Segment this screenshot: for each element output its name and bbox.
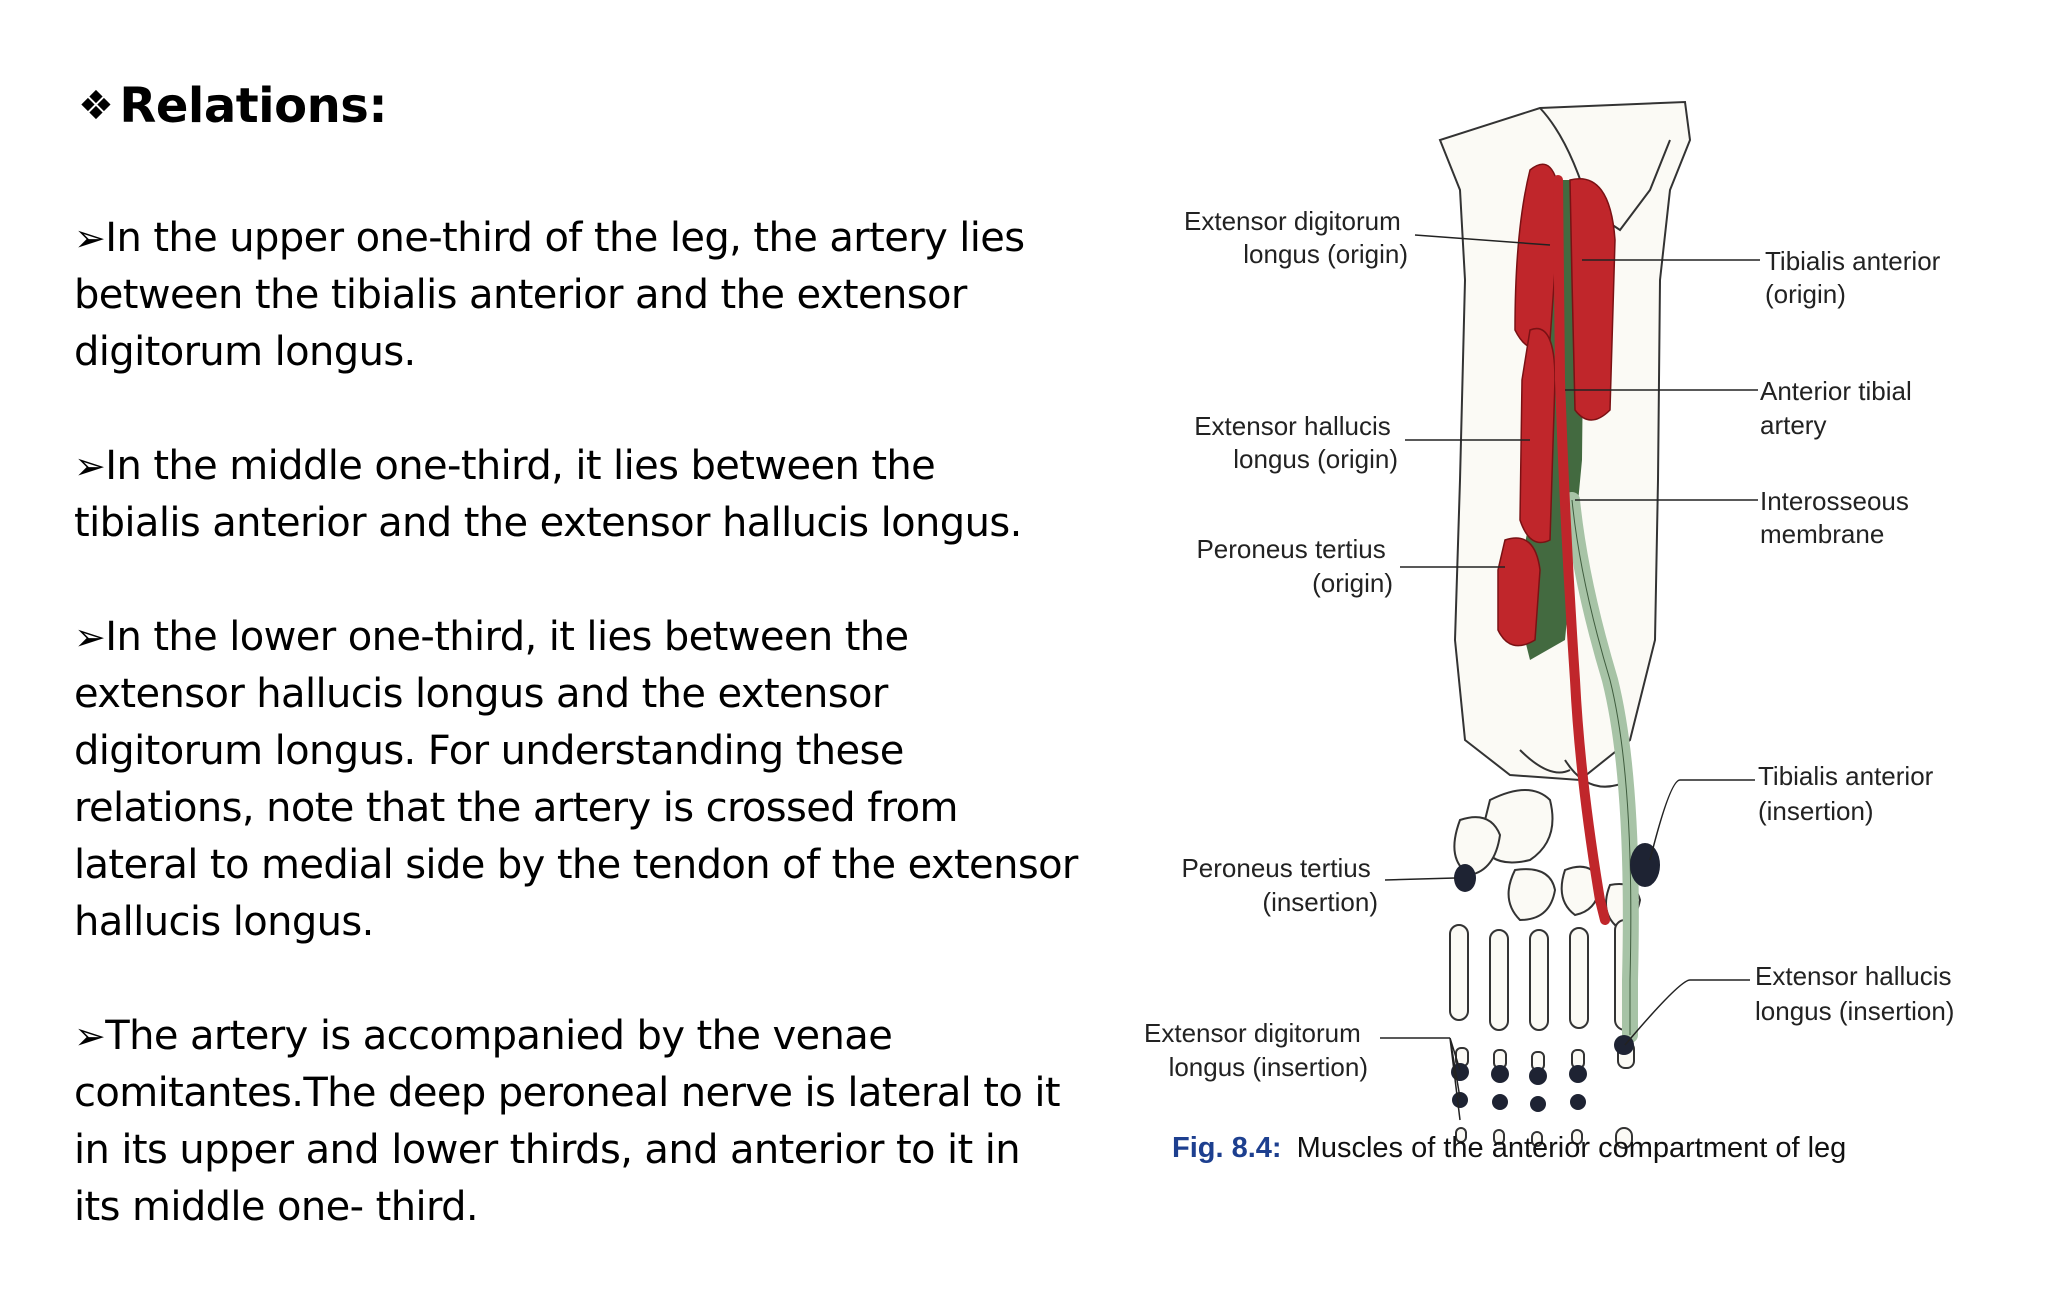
four-diamond-bullet-icon: ❖	[78, 83, 114, 129]
label-edl-insertion: Extensor digitorum longus (insertion)	[1144, 1018, 1368, 1082]
paragraph-line: The artery is accompanied by the venae	[105, 1013, 893, 1059]
relation-paragraph-upper: ➢In the upper one-third of the leg, the …	[74, 210, 1084, 381]
paragraph-line: tibialis anterior and the extensor hallu…	[74, 500, 1022, 546]
paragraph-line: digitorum longus.	[74, 329, 416, 375]
relation-paragraph-middle: ➢In the middle one-third, it lies betwee…	[74, 438, 1084, 552]
paragraph-line: In the lower one-third, it lies between …	[105, 614, 909, 660]
paragraph-line: extensor hallucis longus and the extenso…	[74, 671, 888, 717]
leader-lines	[1380, 234, 1760, 1121]
insertion-markers	[1451, 843, 1660, 1112]
arrowhead-bullet-icon: ➢	[74, 615, 106, 659]
paragraph-line: its middle one- third.	[74, 1184, 479, 1230]
label-pt-insertion: Peroneus tertius (insertion)	[1181, 853, 1378, 917]
paragraph-line: comitantes.The deep peroneal nerve is la…	[74, 1070, 1061, 1116]
tendon-outline	[1571, 499, 1632, 1035]
label-pt-origin: Peroneus tertius (origin)	[1196, 534, 1393, 598]
paragraph-line: between the tibialis anterior and the ex…	[74, 272, 967, 318]
label-interosseous-membrane: Interosseous membrane	[1760, 486, 1916, 549]
relation-paragraph-accompanying: ➢The artery is accompanied by the venae c…	[74, 1008, 1084, 1236]
label-ta-origin: Tibialis anterior (origin)	[1765, 246, 1948, 309]
anterior-tibial-artery	[1553, 175, 1610, 925]
label-anterior-tibial-artery: Anterior tibial artery	[1760, 376, 1919, 440]
anterior-compartment-diagram: Extensor digitorum longus (origin) Exten…	[1144, 100, 1959, 1164]
label-edl-origin: Extensor digitorum longus (origin)	[1184, 206, 1408, 269]
figure-caption: Fig. 8.4: Muscles of the anterior compar…	[1172, 1132, 1846, 1164]
paragraph-line: digitorum longus. For understanding thes…	[74, 728, 904, 774]
paragraph-line: in its upper and lower thirds, and anter…	[74, 1127, 1021, 1173]
relations-text-block: ➢In the upper one-third of the leg, the …	[74, 210, 1084, 1293]
paragraph-line: In the middle one-third, it lies between…	[105, 443, 936, 489]
arrowhead-bullet-icon: ➢	[74, 1014, 106, 1058]
anatomy-figure: Extensor digitorum longus (origin) Exten…	[1110, 80, 1990, 1190]
paragraph-line: lateral to medial side by the tendon of …	[74, 842, 1078, 888]
muscle-origins	[1497, 163, 1616, 647]
label-ehl-insertion: Extensor hallucis longus (insertion)	[1755, 961, 1959, 1026]
label-ta-insertion: Tibialis anterior (insertion)	[1758, 761, 1941, 826]
arrowhead-bullet-icon: ➢	[74, 216, 106, 260]
paragraph-line: relations, note that the artery is cross…	[74, 785, 958, 831]
heading-text: Relations:	[119, 78, 388, 134]
arrowhead-bullet-icon: ➢	[74, 444, 106, 488]
label-ehl-origin: Extensor hallucis longus (origin)	[1194, 411, 1398, 474]
slide-heading: ❖ Relations:	[78, 78, 388, 134]
relation-paragraph-lower: ➢In the lower one-third, it lies between…	[74, 609, 1084, 951]
figure-number: Fig. 8.4:	[1172, 1132, 1282, 1164]
figure-caption-text: Muscles of the anterior compartment of l…	[1297, 1132, 1847, 1164]
paragraph-line: In the upper one-third of the leg, the a…	[105, 215, 1025, 261]
paragraph-line: hallucis longus.	[74, 899, 374, 945]
